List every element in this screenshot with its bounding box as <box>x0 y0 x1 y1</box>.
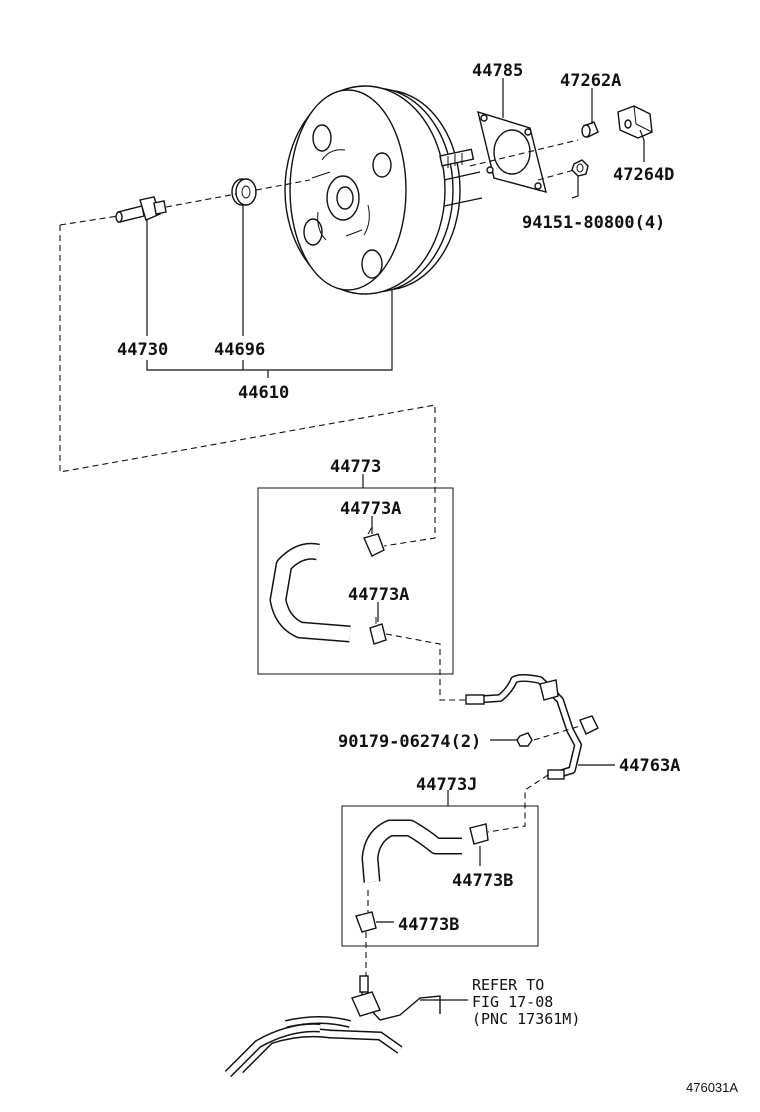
label-bolt: 90179-06274(2) <box>338 732 481 752</box>
label-clamp-b-lower: 44773B <box>398 915 459 935</box>
reference-note-line1: REFER TO <box>472 976 544 994</box>
label-clevis: 47264D <box>613 165 674 185</box>
assembly-lines <box>59 139 581 976</box>
nut-part <box>571 159 589 177</box>
label-hose-assy-bottom: 44773J <box>416 775 477 795</box>
diagram-code: 476031A <box>686 1080 738 1095</box>
engine-pipe-part <box>224 975 441 1078</box>
label-hose-assy-top: 44773 <box>330 457 381 477</box>
lower-hose-part <box>355 819 489 933</box>
label-gasket: 44785 <box>472 61 523 81</box>
clevis-pin-part <box>581 121 599 138</box>
label-check-valve: 44730 <box>117 340 168 360</box>
vacuum-pipe-part <box>465 674 599 780</box>
label-nut: 94151-80800(4) <box>522 213 665 233</box>
reference-note-line2: FIG 17-08 <box>472 993 553 1011</box>
label-booster-assy: 44610 <box>238 383 289 403</box>
bolt-part <box>516 732 533 747</box>
clevis-part <box>617 105 653 139</box>
brake-booster <box>284 85 483 295</box>
label-clamp-a-upper: 44773A <box>340 499 401 519</box>
gasket-part <box>477 110 547 193</box>
reference-note-line3: (PNC 17361M) <box>472 1010 580 1028</box>
label-vacuum-pipe: 44763A <box>619 756 680 776</box>
grommet-part <box>231 178 257 206</box>
leader-lines <box>146 78 645 1001</box>
label-clamp-a-lower: 44773A <box>348 585 409 605</box>
label-grommet: 44696 <box>214 340 265 360</box>
upper-hose-part <box>269 526 387 645</box>
label-clevis-pin: 47262A <box>560 71 621 91</box>
lower-hose-box <box>341 805 539 947</box>
label-clamp-b-upper: 44773B <box>452 871 513 891</box>
upper-hose-box <box>257 487 454 675</box>
check-valve-part <box>115 196 167 223</box>
